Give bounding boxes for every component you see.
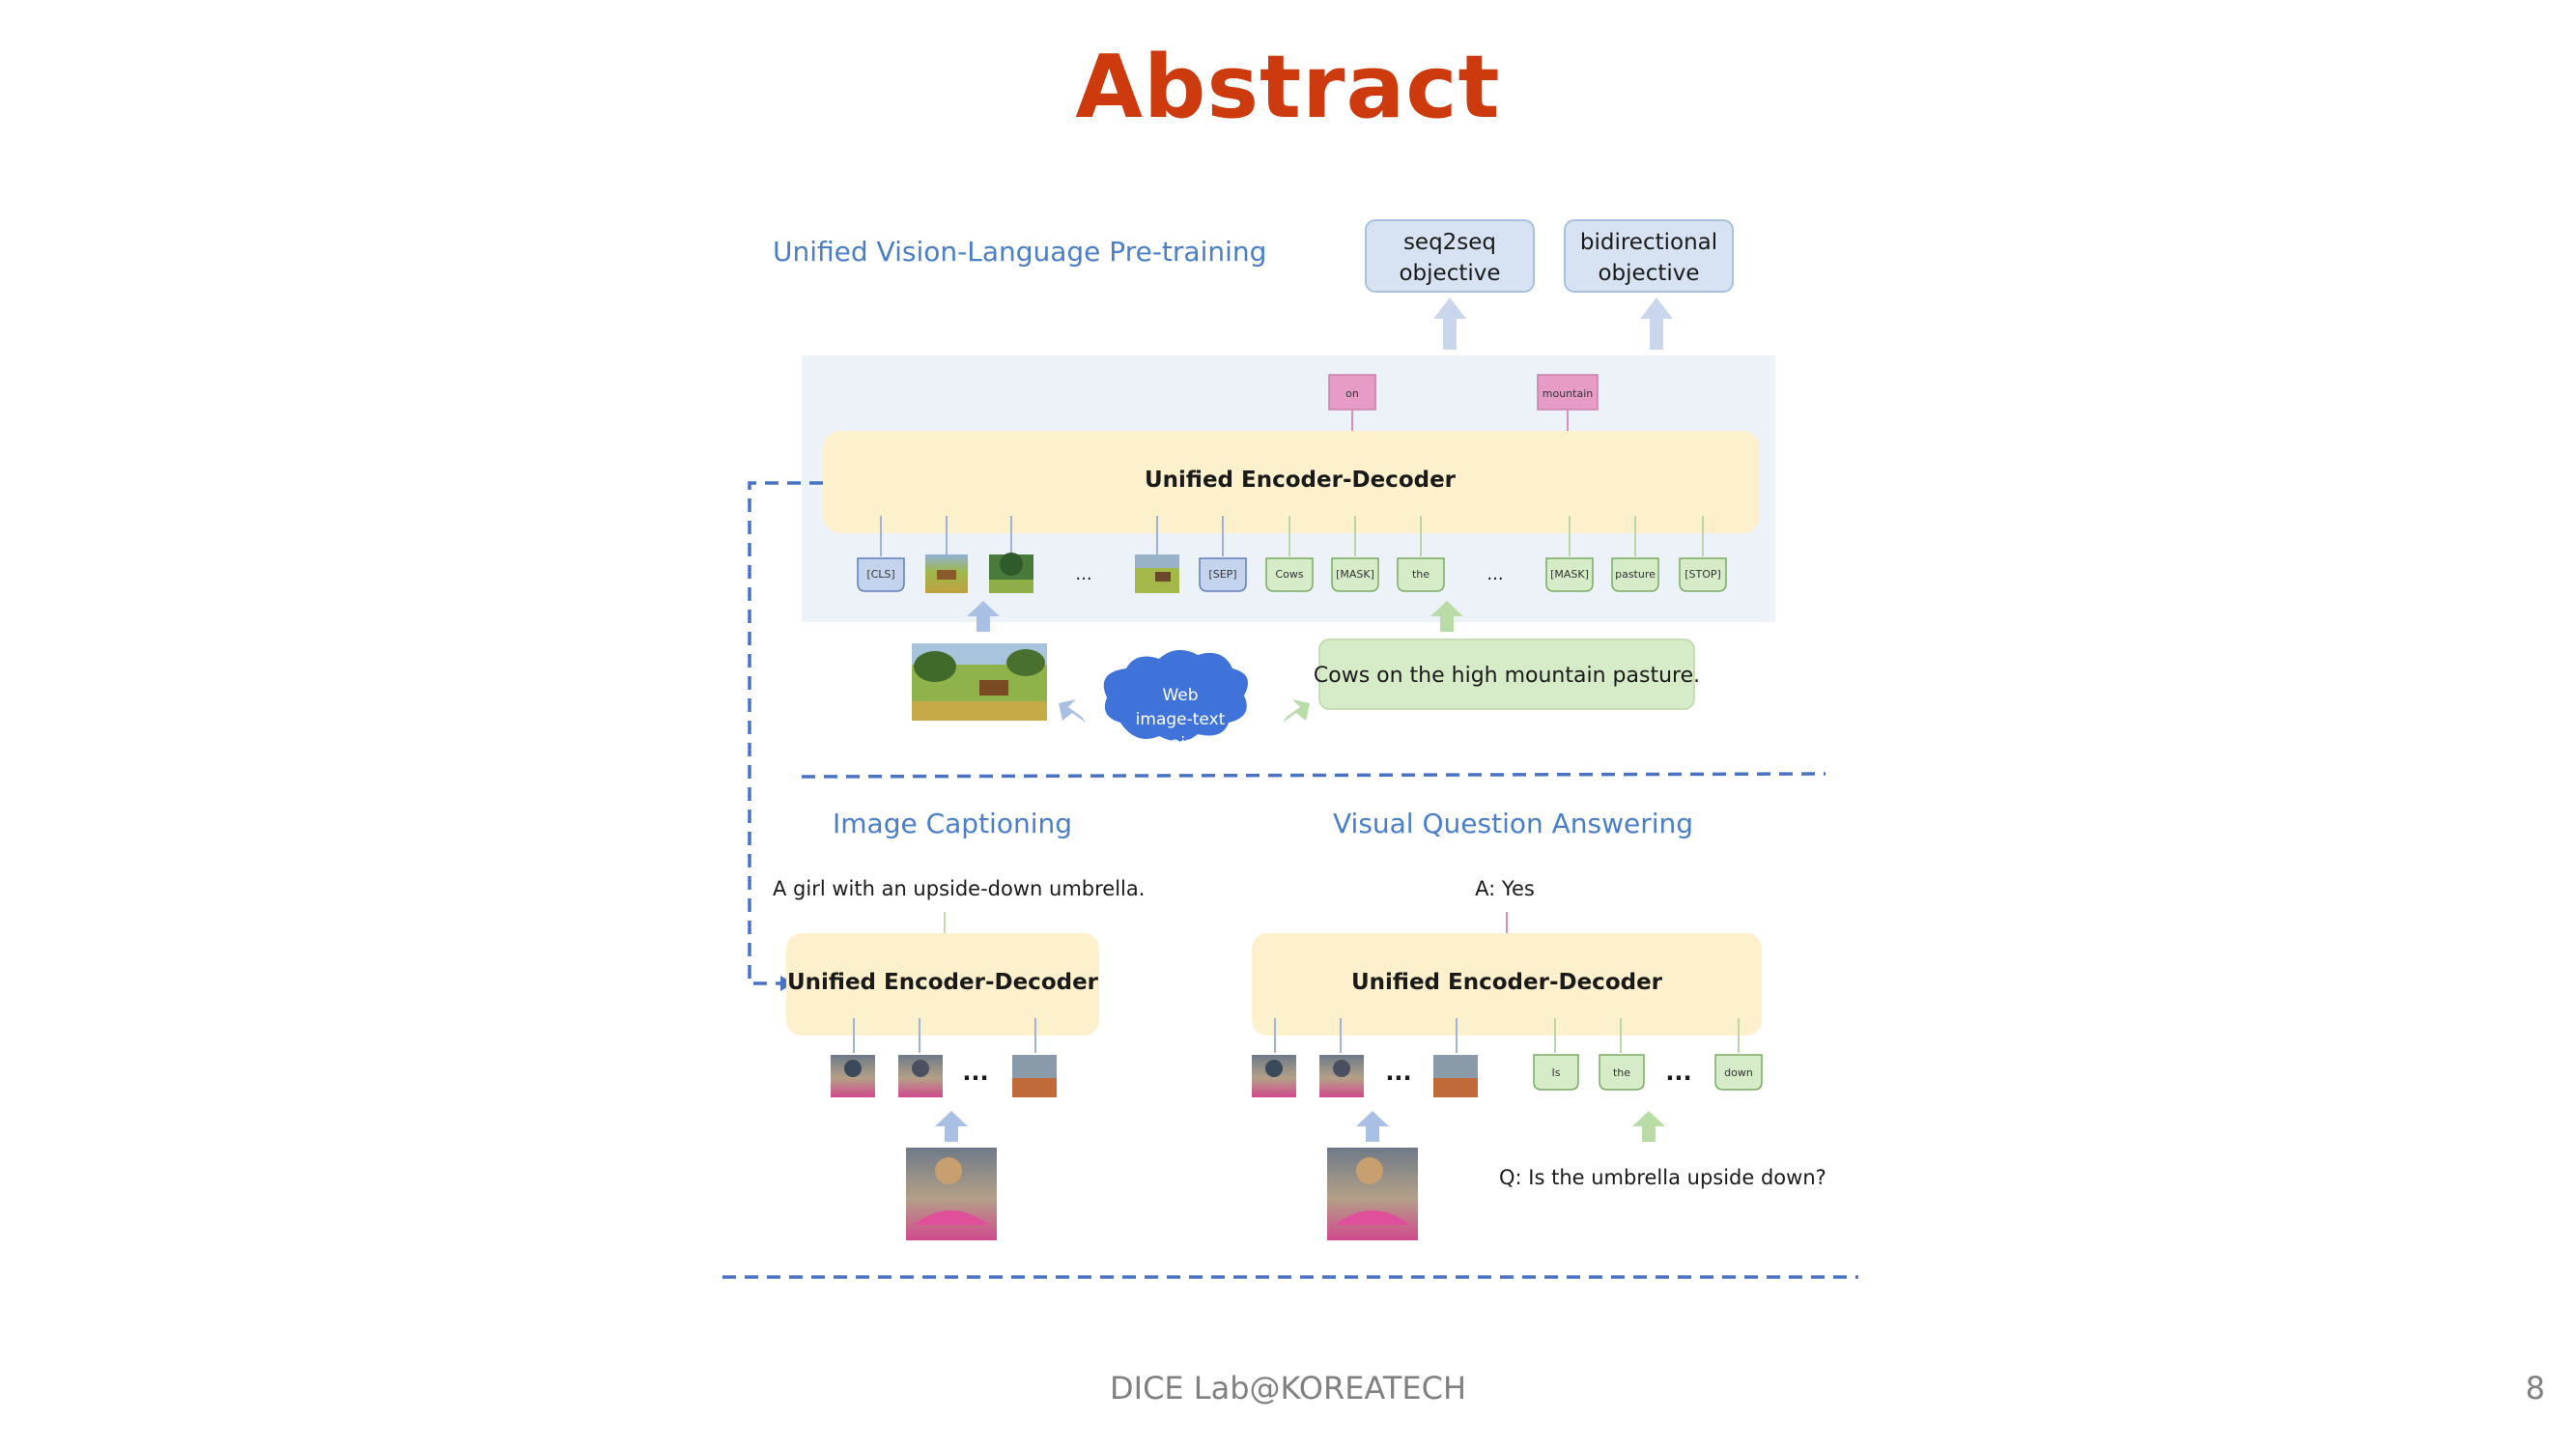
vqa-input-image	[1327, 1148, 1418, 1240]
vqa-heading: Visual Question Answering	[1333, 808, 1693, 839]
svg-text:Web: Web	[1162, 686, 1198, 705]
svg-text:[STOP]: [STOP]	[1684, 568, 1721, 581]
girl-image-token	[898, 1055, 943, 1097]
captioning-output: A girl with an upside-down umbrella.	[773, 877, 1145, 900]
image-token	[1135, 554, 1179, 593]
svg-text:pasture: pasture	[1615, 568, 1656, 581]
pretraining-encoder	[823, 431, 1760, 533]
token-stop: [STOP]	[1679, 557, 1727, 592]
token-sep: [SEP]	[1199, 557, 1247, 592]
captioning-input-arrow	[935, 1111, 968, 1142]
svg-text:on: on	[1345, 387, 1359, 400]
token-cows: Cows	[1265, 557, 1314, 592]
cloud-to-caption-arrow	[1283, 699, 1310, 723]
svg-text:objective: objective	[1598, 261, 1699, 286]
svg-text:down: down	[1724, 1066, 1753, 1079]
separator-top	[801, 772, 1826, 779]
token-ellipsis: ...	[1486, 564, 1503, 584]
slide-footer: DICE Lab@KOREATECH	[1109, 1370, 1466, 1406]
objective-box-bidirectional: bidirectional objective	[1564, 219, 1734, 293]
pretraining-caption-box: Cows on the high mountain pasture.	[1314, 639, 1700, 710]
girl-image-token	[831, 1055, 875, 1097]
token-cls: [CLS]	[857, 557, 905, 592]
girl-image-token	[1252, 1055, 1296, 1097]
svg-text:[SEP]: [SEP]	[1208, 568, 1236, 581]
svg-text:pairs: pairs	[1160, 734, 1201, 753]
captioning-token-connectors	[853, 1018, 1036, 1053]
svg-text:the: the	[1613, 1066, 1630, 1079]
cloud-to-image-arrow	[1059, 699, 1086, 723]
girl-image-token	[1433, 1055, 1478, 1097]
vqa-token-connectors	[1274, 1018, 1740, 1053]
token-the: the	[1397, 557, 1445, 592]
vqa-token-down: down	[1714, 1054, 1763, 1091]
svg-text:Cows: Cows	[1275, 568, 1303, 581]
pretraining-encoder-label: Unified Encoder-Decoder	[1145, 468, 1457, 493]
captioning-ellipsis: ...	[962, 1059, 988, 1086]
vqa-question: Q: Is the umbrella upside down?	[1499, 1166, 1826, 1189]
page-number: 8	[2525, 1370, 2545, 1406]
pasture-image	[912, 643, 1047, 721]
image-token	[989, 553, 1033, 593]
slide-title: Abstract	[1075, 37, 1501, 138]
captioning-input-image	[906, 1148, 997, 1240]
captioning-encoder-label: Unified Encoder-Decoder	[787, 970, 1099, 995]
captioning-encoder	[786, 933, 1099, 1036]
token-mask: [MASK]	[1545, 557, 1594, 592]
svg-text:objective: objective	[1399, 261, 1500, 286]
vqa-token-the: the	[1599, 1054, 1645, 1091]
vqa-token-ellipsis: ...	[1665, 1059, 1691, 1086]
token-mask: [MASK]	[1331, 557, 1379, 592]
web-pairs-cloud: Web image-text pairs	[1103, 649, 1248, 753]
svg-text:the: the	[1412, 568, 1430, 581]
girl-image-token	[1012, 1055, 1057, 1097]
objective-arrows	[1433, 298, 1673, 350]
image-token	[925, 554, 968, 593]
masked-output-mountain: mountain	[1537, 374, 1599, 446]
objective-box-seq2seq: seq2seq objective	[1365, 219, 1535, 293]
vqa-image-arrow	[1356, 1111, 1389, 1142]
vqa-encoder	[1252, 933, 1762, 1036]
vqa-answer: A: Yes	[1475, 877, 1535, 900]
token-connectors	[880, 516, 1704, 556]
girl-image-token	[1319, 1055, 1364, 1097]
svg-text:Is: Is	[1552, 1066, 1561, 1079]
svg-text:image-text: image-text	[1136, 710, 1226, 729]
svg-text:[CLS]: [CLS]	[866, 568, 894, 581]
vqa-encoder-label: Unified Encoder-Decoder	[1351, 970, 1663, 995]
masked-output-on: on	[1328, 374, 1376, 446]
image-input-arrow	[967, 601, 1000, 632]
svg-text:Cows on the high mountain past: Cows on the high mountain pasture.	[1314, 664, 1700, 688]
svg-text:seq2seq: seq2seq	[1403, 230, 1496, 255]
token-pasture: pasture	[1611, 557, 1659, 592]
svg-text:bidirectional: bidirectional	[1580, 230, 1717, 255]
vqa-image-ellipsis: ...	[1385, 1059, 1411, 1086]
svg-text:[MASK]: [MASK]	[1336, 568, 1374, 581]
vqa-question-arrow	[1632, 1111, 1665, 1142]
svg-text:mountain: mountain	[1543, 387, 1593, 400]
token-ellipsis: ...	[1075, 564, 1091, 584]
pretraining-heading: Unified Vision-Language Pre-training	[773, 236, 1266, 268]
svg-text:[MASK]: [MASK]	[1550, 568, 1589, 581]
captioning-heading: Image Captioning	[833, 808, 1072, 839]
text-input-arrow	[1430, 601, 1463, 632]
vqa-token-is: Is	[1533, 1054, 1579, 1091]
